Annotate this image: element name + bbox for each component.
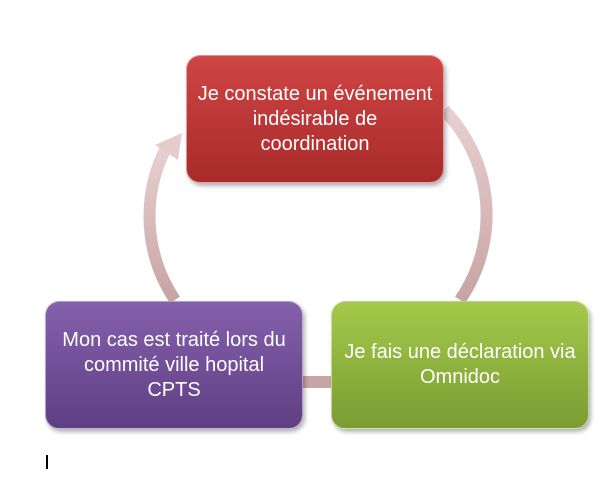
arrowhead-icon <box>155 133 182 160</box>
step-label: Je constate un événement indésirable de … <box>197 82 433 155</box>
text-cursor <box>46 455 48 469</box>
step-box-committee-review: Mon cas est traité lors du commité ville… <box>45 301 303 429</box>
step-label: Mon cas est traité lors du commité ville… <box>62 328 286 401</box>
step-label: Je fais une déclaration via Omnidoc <box>344 341 576 388</box>
step-box-observe-event: Je constate un événement indésirable de … <box>186 55 444 183</box>
cycle-arc <box>143 145 181 304</box>
cycle-arc <box>439 105 493 304</box>
step-box-declare-omnidoc: Je fais une déclaration via Omnidoc <box>331 301 589 429</box>
